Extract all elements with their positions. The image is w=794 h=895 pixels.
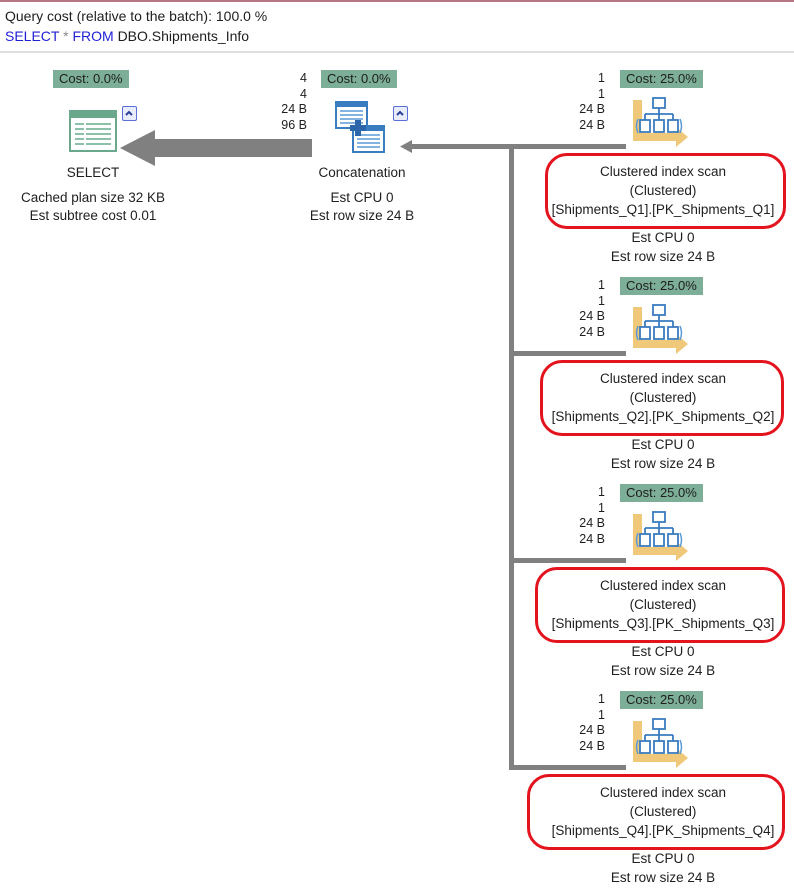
cost-badge: Cost: 25.0%	[620, 484, 703, 502]
edge-stats: 1 1 24 B 24 B	[562, 278, 605, 340]
node-label: Clustered index scan	[599, 371, 727, 386]
edge-stats: 4 4 24 B 96 B	[262, 71, 307, 133]
highlight-annotation	[540, 360, 784, 436]
node-sublabel: (Clustered)	[629, 183, 697, 198]
edge-stat-data-size: 96 B	[281, 117, 307, 132]
node-detail-2: Est row size 24 B	[309, 208, 415, 223]
edge-stat-est-rows: 1	[598, 500, 605, 515]
query-text[interactable]: SELECT * FROM DBO.Shipments_Info	[5, 26, 267, 46]
edge-stats: 1 1 24 B 24 B	[562, 692, 605, 754]
highlight-annotation	[545, 153, 786, 229]
edge-stats: 1 1 24 B 24 B	[562, 485, 605, 547]
edge-stat-row-size: 24 B	[281, 102, 307, 116]
branch-q4[interactable]	[509, 765, 626, 770]
node-label: Concatenation	[318, 165, 406, 180]
highlight-annotation	[527, 774, 785, 850]
plan-header: Query cost (relative to the batch): 100.…	[5, 6, 267, 46]
node-detail-1: Est CPU 0	[330, 190, 394, 205]
edge-stat-actual-rows: 4	[300, 71, 307, 85]
node-detail-2: Est row size 24 B	[610, 456, 716, 471]
chevron-up-icon	[396, 110, 404, 116]
node-object-name: [Shipments_Q2].[PK_Shipments_Q2]	[551, 409, 775, 424]
sql-table-name: DBO.Shipments_Info	[117, 28, 250, 44]
header-separator	[0, 51, 794, 53]
window-top-border	[0, 0, 794, 2]
clustered-index-scan-icon[interactable]	[632, 97, 690, 151]
edge-stat-est-rows: 1	[598, 293, 605, 308]
concatenation-icon[interactable]	[335, 101, 391, 155]
node-label: Clustered index scan	[599, 578, 727, 593]
edge-stat-est-rows: 4	[300, 86, 307, 101]
node-detail-1: Est CPU 0	[631, 644, 695, 659]
edge-stat-actual-rows: 1	[598, 692, 605, 706]
node-detail-2: Est row size 24 B	[610, 663, 716, 678]
node-sublabel: (Clustered)	[629, 597, 697, 612]
cost-badge: Cost: 0.0%	[321, 70, 397, 88]
sql-star: *	[63, 28, 69, 44]
node-detail-2: Est row size 24 B	[610, 870, 716, 885]
node-detail-2: Est subtree cost 0.01	[29, 208, 157, 223]
cost-badge: Cost: 25.0%	[620, 70, 703, 88]
branch-q3[interactable]	[509, 558, 626, 563]
clustered-index-scan-icon[interactable]	[632, 718, 690, 772]
edge-stat-row-size: 24 B	[579, 723, 605, 737]
edge-stat-actual-rows: 1	[598, 485, 605, 499]
node-detail-1: Cached plan size 32 KB	[20, 190, 166, 205]
cost-badge: Cost: 25.0%	[620, 277, 703, 295]
collapse-button[interactable]	[122, 106, 137, 121]
cost-badge: Cost: 0.0%	[53, 70, 129, 88]
edge-stat-data-size: 24 B	[579, 738, 605, 753]
node-label: Clustered index scan	[599, 785, 727, 800]
cost-badge: Cost: 25.0%	[620, 691, 703, 709]
edge-stat-row-size: 24 B	[579, 102, 605, 116]
select-result-icon[interactable]	[69, 110, 117, 152]
edge-stat-row-size: 24 B	[579, 309, 605, 323]
edge-stat-est-rows: 1	[598, 707, 605, 722]
edge-stats: 1 1 24 B 24 B	[562, 71, 605, 133]
node-detail-1: Est CPU 0	[631, 437, 695, 452]
highlight-annotation	[535, 567, 785, 643]
node-label: SELECT	[66, 165, 120, 180]
edge-stat-actual-rows: 1	[598, 278, 605, 292]
node-detail-2: Est row size 24 B	[610, 249, 716, 264]
edge-stat-est-rows: 1	[598, 86, 605, 101]
node-sublabel: (Clustered)	[629, 390, 697, 405]
branch-q2[interactable]	[509, 351, 626, 356]
arrow-concat-to-select[interactable]	[120, 130, 312, 166]
query-cost-text: Query cost (relative to the batch): 100.…	[5, 8, 268, 24]
node-detail-1: Est CPU 0	[631, 230, 695, 245]
chevron-up-icon	[125, 110, 133, 116]
sql-keyword-select: SELECT	[5, 28, 60, 44]
sql-keyword-from: FROM	[72, 28, 114, 44]
node-sublabel: (Clustered)	[629, 804, 697, 819]
edge-stat-actual-rows: 1	[598, 71, 605, 85]
node-object-name: [Shipments_Q3].[PK_Shipments_Q3]	[551, 616, 775, 631]
edge-stat-data-size: 24 B	[579, 117, 605, 132]
edge-stat-row-size: 24 B	[579, 516, 605, 530]
edge-stat-data-size: 24 B	[579, 531, 605, 546]
node-object-name: [Shipments_Q1].[PK_Shipments_Q1]	[551, 202, 775, 217]
node-label: Clustered index scan	[599, 164, 727, 179]
node-detail-1: Est CPU 0	[631, 851, 695, 866]
clustered-index-scan-icon[interactable]	[632, 304, 690, 358]
trunk-vertical	[509, 146, 514, 769]
collapse-button[interactable]	[393, 106, 408, 121]
node-object-name: [Shipments_Q4].[PK_Shipments_Q4]	[551, 823, 775, 838]
clustered-index-scan-icon[interactable]	[632, 511, 690, 565]
edge-stat-data-size: 24 B	[579, 324, 605, 339]
